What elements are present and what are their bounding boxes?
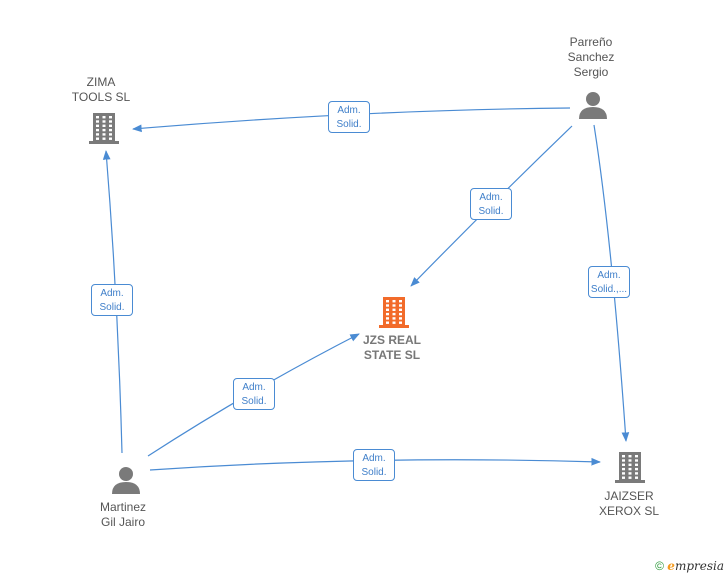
edge-parreno-to-jaizser: [593, 124, 630, 442]
brand-logo-e: e: [667, 559, 675, 573]
node-label-jzs[interactable]: JZS REAL STATE SL: [362, 333, 421, 362]
jzs-building-icon[interactable]: [379, 297, 409, 328]
brand-name: mpresia: [674, 559, 724, 573]
edge-label-parreno-to-zima[interactable]: Adm. Solid.: [328, 101, 370, 133]
edge-label-martinez-to-jaizser[interactable]: Adm. Solid.: [353, 449, 395, 481]
node-label-jaizser[interactable]: JAIZSER XEROX SL: [598, 489, 660, 518]
edge-label-parreno-to-jaizser[interactable]: Adm. Solid.,...: [588, 266, 630, 298]
copyright-symbol: ©: [655, 559, 664, 573]
parreno-person-icon[interactable]: [579, 92, 607, 119]
jaizser-building-icon[interactable]: [615, 452, 645, 483]
edge-label-martinez-to-jzs[interactable]: Adm. Solid.: [233, 378, 275, 410]
node-label-parreno[interactable]: Parreño Sanchez Sergio: [567, 34, 615, 79]
node-label-zima[interactable]: ZIMA TOOLS SL: [71, 75, 131, 104]
footer-brand: © empresia: [655, 559, 724, 573]
martinez-person-icon[interactable]: [112, 467, 140, 494]
edge-label-martinez-to-zima[interactable]: Adm. Solid.: [91, 284, 133, 316]
edge-label-parreno-to-jzs[interactable]: Adm. Solid.: [470, 188, 512, 220]
zima-building-icon[interactable]: [89, 113, 119, 144]
node-label-martinez[interactable]: Martinez Gil Jairo: [99, 500, 146, 529]
